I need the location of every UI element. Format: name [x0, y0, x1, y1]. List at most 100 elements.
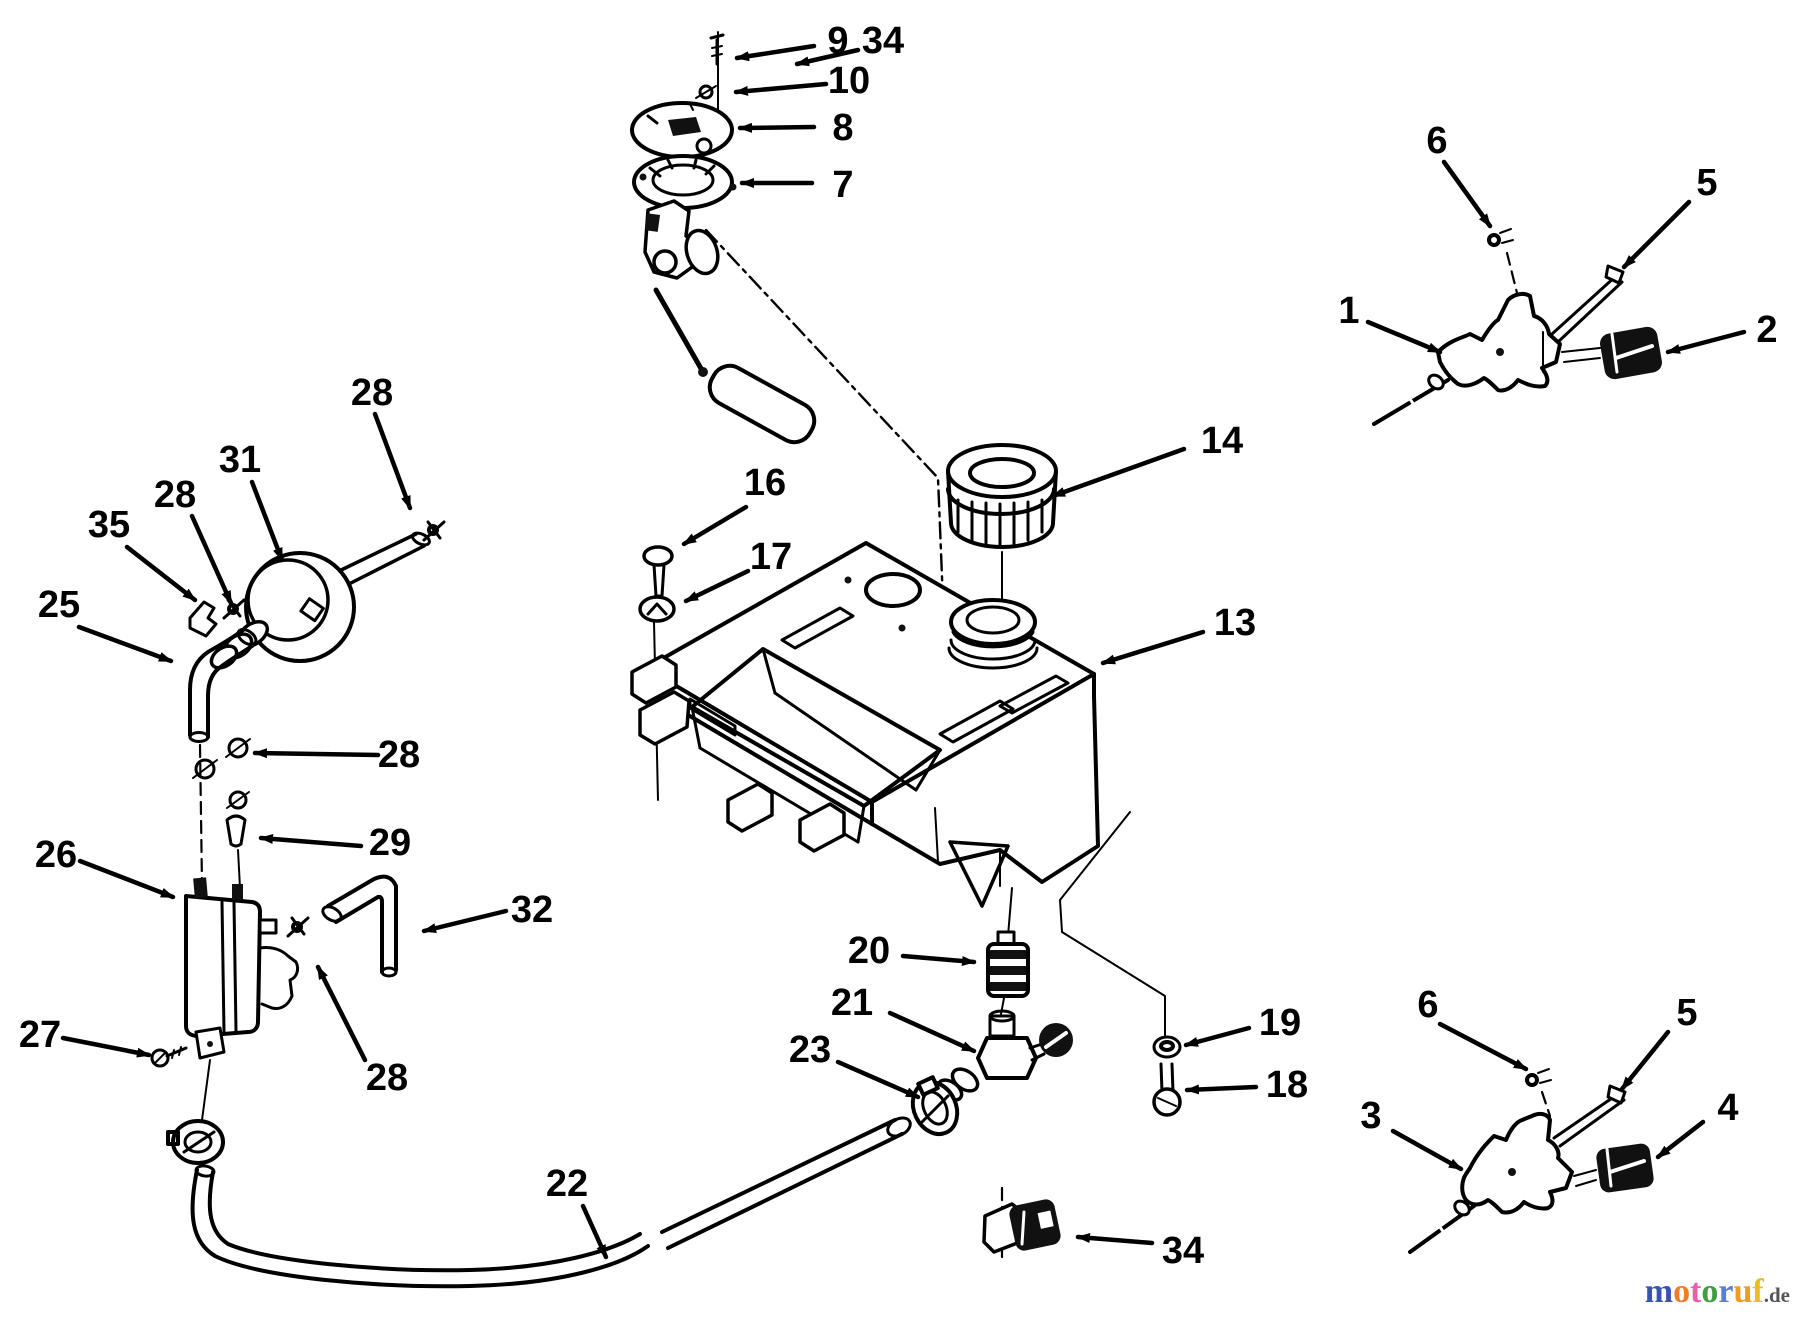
callout-label: 7 — [832, 164, 853, 206]
control-cable-part — [1372, 373, 1450, 426]
callout-5-lower: 5 — [1619, 992, 1698, 1092]
line-clamp-part — [166, 1119, 225, 1165]
callout-label: 20 — [848, 930, 890, 972]
logo-letter: o — [1673, 1273, 1691, 1310]
gauge-cap-part — [630, 101, 734, 159]
control-bracket-part — [1460, 1111, 1574, 1215]
motoruf-logo: motoruf.de — [1645, 1273, 1790, 1311]
pump-seam — [232, 901, 238, 1033]
control-rod-part — [1550, 264, 1625, 344]
pump-elbow-part — [321, 874, 398, 978]
callout-label: 10 — [828, 60, 870, 102]
control-knob-part — [1573, 1143, 1654, 1193]
logo-letter: u — [1733, 1273, 1753, 1310]
control-screw-part — [1525, 1068, 1552, 1087]
callout-14: 14 — [1050, 420, 1243, 499]
gauge-mount-axis — [704, 228, 946, 628]
callout-label: 1 — [1338, 290, 1359, 332]
callout-label: 23 — [789, 1029, 831, 1071]
callout-label: 28 — [351, 372, 393, 414]
callout-17: 17 — [683, 536, 792, 604]
callout-label: 2 — [1756, 309, 1777, 351]
grommet-part — [225, 814, 247, 848]
callout-label: 19 — [1259, 1002, 1301, 1044]
callout-label: 8 — [832, 107, 853, 149]
callout-label: 29 — [369, 822, 411, 864]
callout-16: 16 — [681, 462, 786, 547]
fitting-axis — [1007, 887, 1013, 937]
callout-21: 21 — [831, 982, 977, 1054]
control-rod-part — [1552, 1084, 1627, 1148]
callout-label: 5 — [1676, 992, 1697, 1034]
callout-label: 14 — [1201, 420, 1243, 462]
callout-7: 7 — [739, 164, 854, 206]
bracket-pivot — [1508, 1168, 1516, 1176]
line-clamp-23-part — [910, 1075, 960, 1137]
callout-6-upper: 6 — [1426, 120, 1493, 229]
callout-label: 21 — [831, 982, 873, 1024]
callout-10: 10 — [733, 60, 870, 102]
fuel-filter-assembly — [188, 520, 446, 889]
cap-ribs — [956, 498, 1044, 548]
gauge-ring-part — [632, 154, 737, 210]
bolt-part — [1152, 1062, 1182, 1117]
tank-feet — [630, 654, 846, 853]
float-arm — [653, 287, 706, 375]
callouts: 9 34 10 8 7 6 5 1 — [19, 20, 1778, 1272]
inlet-clamp — [222, 598, 246, 620]
callout-label: 6 — [1426, 120, 1447, 162]
callout-label: 31 — [219, 439, 261, 481]
pump-mount-tab — [194, 1026, 226, 1060]
callout-label: 32 — [511, 889, 553, 931]
callout-label: 13 — [1214, 602, 1256, 644]
callout-23: 23 — [789, 1029, 921, 1100]
callout-label: 22 — [546, 1163, 588, 1205]
logo-letter: t — [1690, 1273, 1702, 1310]
callout-34-bottom: 34 — [1075, 1230, 1204, 1272]
pump-inlet-nipple — [193, 877, 208, 899]
control-knob-part — [1561, 326, 1662, 380]
callout-4: 4 — [1655, 1087, 1739, 1160]
fuel-tank-part — [630, 541, 1166, 1037]
gauge-mount-hole — [844, 572, 922, 632]
clip-part — [188, 600, 218, 638]
callout-label: 28 — [378, 734, 420, 776]
callout-8: 8 — [737, 107, 854, 149]
callout-3: 3 — [1360, 1095, 1464, 1172]
pump-to-clamp-line — [201, 1059, 211, 1121]
callout-34-top: 34 — [794, 20, 904, 67]
washer-part — [1152, 1035, 1182, 1059]
pump-screw-part — [150, 1046, 188, 1068]
callout-1: 1 — [1338, 290, 1443, 355]
callout-28-pump: 28 — [315, 964, 408, 1099]
float-pivot — [698, 367, 708, 377]
screw-axis — [1505, 251, 1519, 295]
callout-label: 28 — [154, 474, 196, 516]
fuel-line-part — [190, 1116, 912, 1289]
callout-label: 18 — [1266, 1064, 1308, 1106]
callout-label: 6 — [1417, 984, 1438, 1026]
callout-label: 34 — [862, 20, 904, 62]
callout-25: 25 — [38, 584, 174, 664]
callout-29: 29 — [258, 822, 411, 864]
callout-label: 27 — [19, 1014, 61, 1056]
throttle-control-upper — [1372, 228, 1662, 426]
callout-26: 26 — [35, 834, 176, 900]
callout-20: 20 — [848, 930, 977, 972]
throttle-control-lower — [1408, 1068, 1654, 1254]
callout-28-filter-in: 28 — [154, 474, 234, 606]
logo-domain-suffix: .de — [1763, 1283, 1790, 1307]
tank-washer-part — [638, 595, 676, 623]
callout-28-filter-top: 28 — [351, 372, 413, 511]
filter-outlet-tube — [335, 520, 446, 588]
cable-clamp-part — [982, 1186, 1061, 1264]
callout-35: 35 — [88, 504, 198, 603]
fuel-gauge-assembly — [630, 31, 946, 628]
bolt-leader-line — [1059, 811, 1166, 1037]
callout-label: 4 — [1717, 1087, 1738, 1129]
callout-label: 28 — [366, 1057, 408, 1099]
callout-label: 26 — [35, 834, 77, 876]
hose-clamp-pair — [192, 737, 251, 810]
control-cable-part — [1408, 1199, 1476, 1254]
logo-letter: m — [1644, 1273, 1674, 1310]
